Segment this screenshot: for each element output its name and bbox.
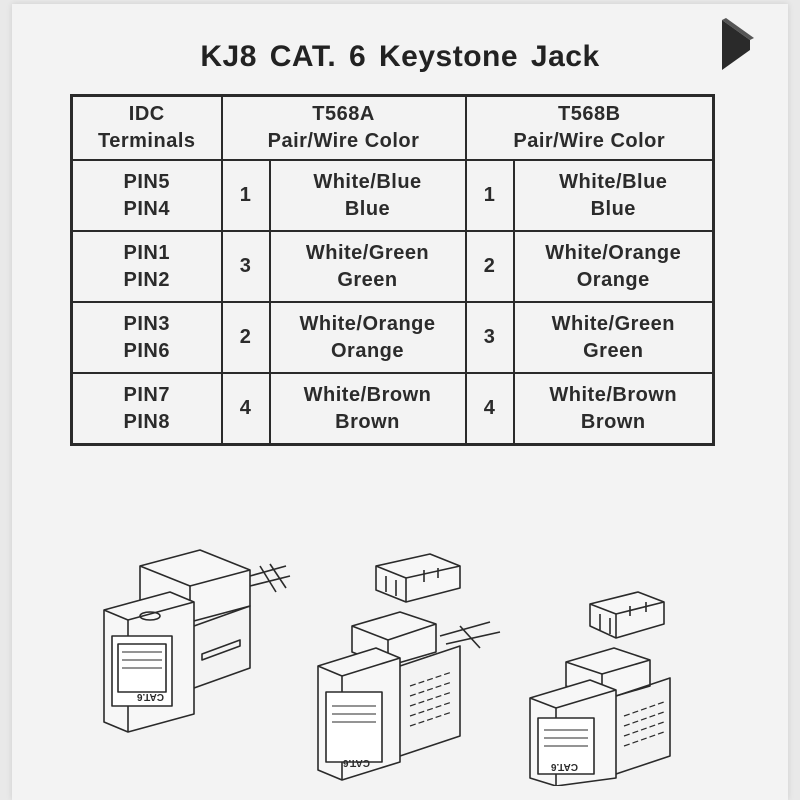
page-title: KJ8 CAT. 6 Keystone Jack [200,40,600,73]
t568a-pair-number: 3 [220,230,271,303]
t568b-pair-number: 1 [464,159,515,232]
t568b-pair-number: 4 [464,372,515,446]
arrow-right-icon[interactable] [716,16,756,74]
jack-label: CAT.6 [137,691,164,702]
jack-label: CAT.6 [551,761,578,772]
header-t568a: T568A Pair/Wire Color [220,94,467,161]
t568b-pair-number: 3 [464,301,515,374]
keystone-jack-diagrams: CAT.6 CAT.6 CAT.6 [103,549,671,786]
t568a-pair-number: 1 [220,159,271,232]
header-t568b: T568B Pair/Wire Color [464,94,715,161]
table-header-row: IDC Terminals T568A Pair/Wire Color T568… [70,94,715,161]
header-idc-terminals: IDC Terminals [70,94,223,161]
t568a-pair-number: 4 [220,372,271,446]
jack-illustration-assembled: CAT.6 [103,549,291,733]
jack-illustration-cap-front: CAT.6 [529,591,671,786]
t568a-pair-number: 2 [220,301,271,374]
t568b-pair-number: 2 [464,230,515,303]
jack-illustration-cap-separate: CAT.6 [317,553,501,781]
jack-label: CAT.6 [343,757,370,768]
wiring-table: IDC Terminals T568A Pair/Wire Color T568… [70,94,716,446]
